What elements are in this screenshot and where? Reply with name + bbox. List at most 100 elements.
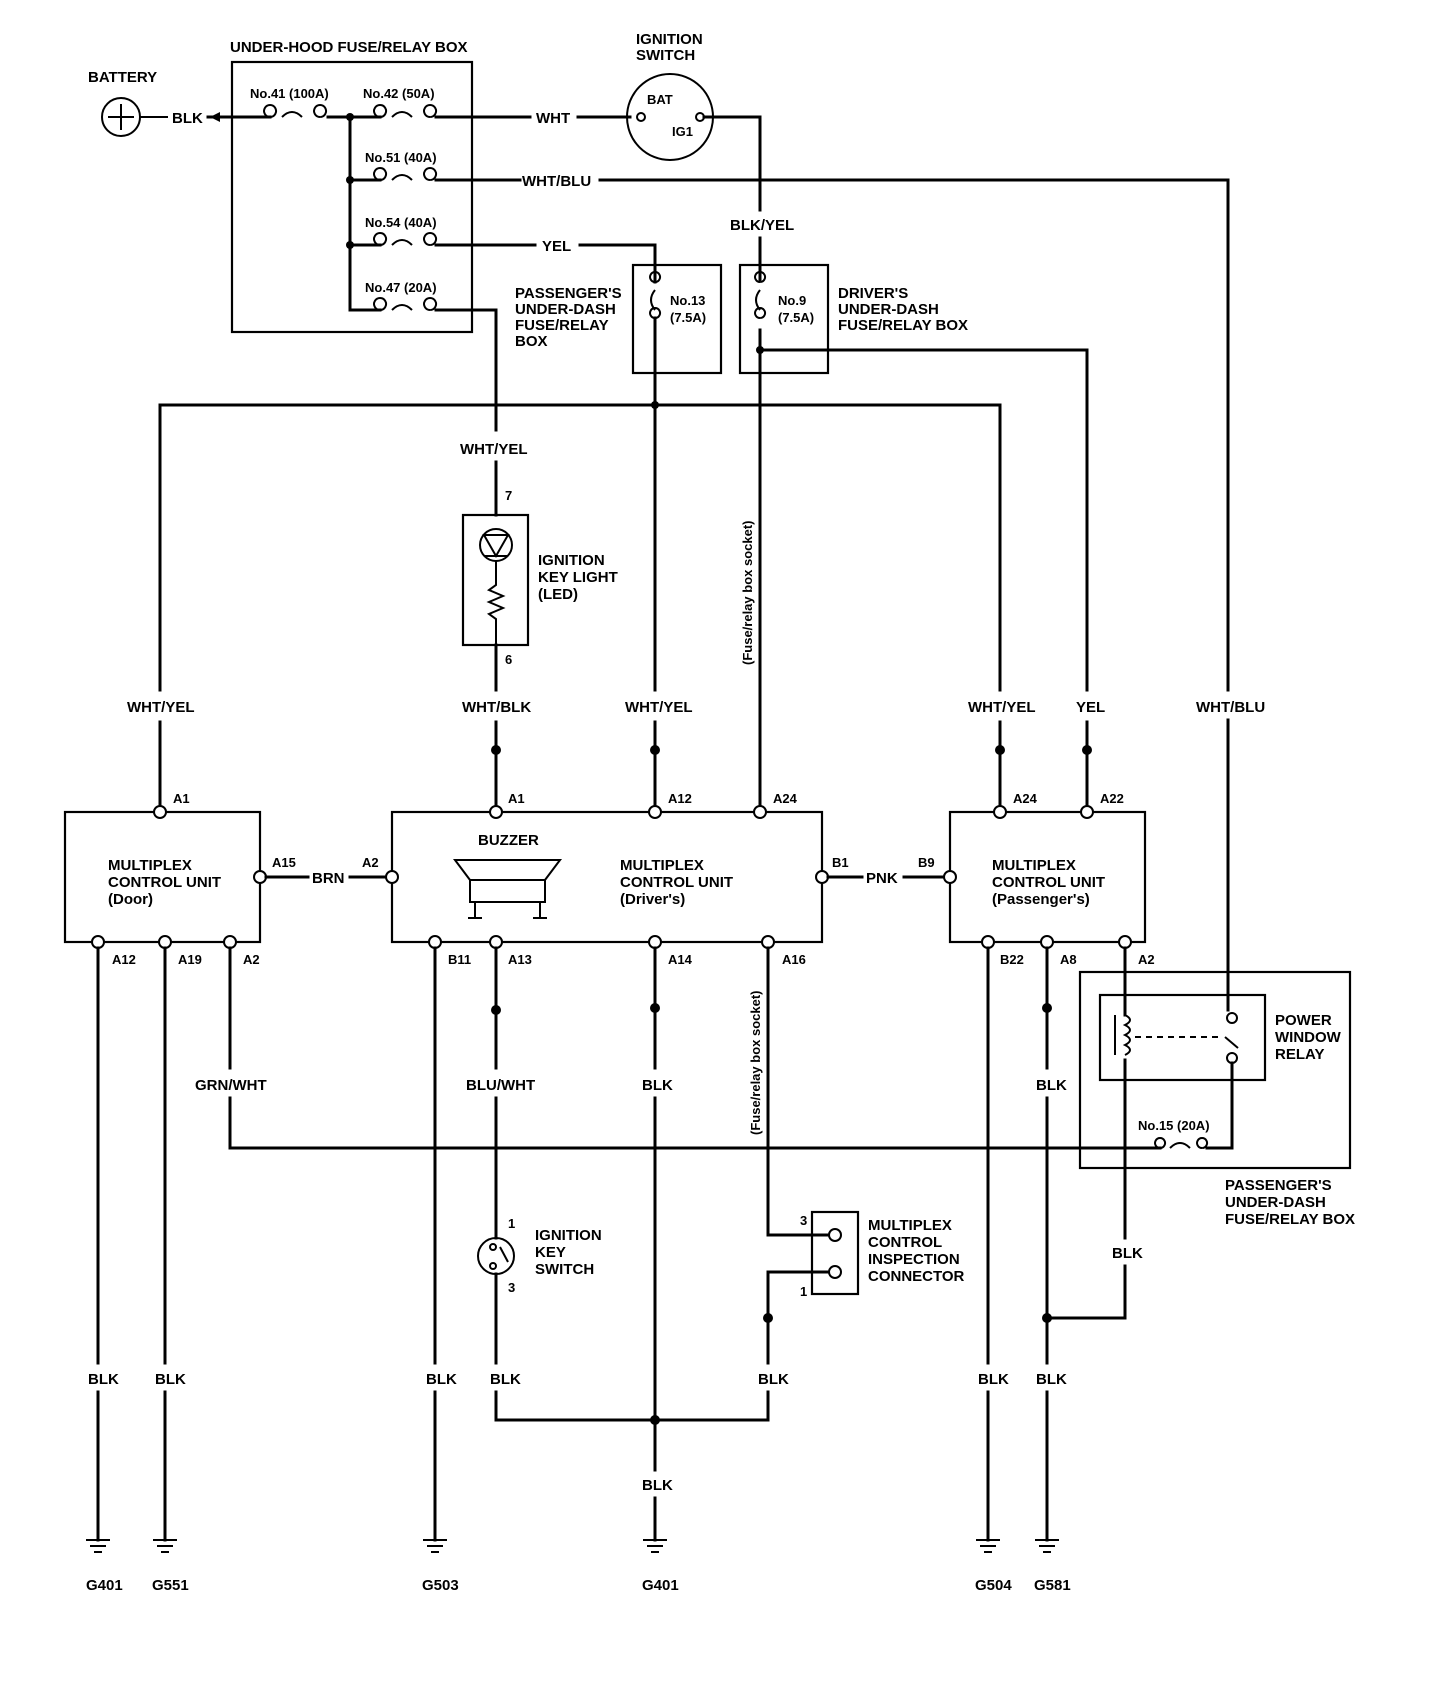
mcu-door-l3: (Door): [108, 891, 153, 908]
passenger-under-dash-box-bottom: [1078, 970, 1352, 1170]
ground-label-g551: G551: [152, 1577, 189, 1594]
socket-note-bottom: (Fuse/relay box socket): [748, 991, 763, 1136]
battery-symbol: [101, 97, 168, 137]
driver-box-top-l2: UNDER-DASH: [838, 301, 939, 318]
pin-drv-a1: A1: [508, 791, 525, 806]
ground-icon: [153, 1539, 177, 1553]
mcu-door-l2: CONTROL UNIT: [108, 874, 221, 891]
wire-label-blk-pas-a8: BLK: [1036, 1077, 1067, 1094]
wire-label-wht-blk: WHT/BLK: [462, 699, 531, 716]
passenger-under-dash-box-top: [631, 263, 723, 375]
fuse-no47: [373, 297, 438, 311]
fuse-no13-amps: (7.5A): [670, 310, 706, 325]
relay-coil-icon: [1114, 1014, 1131, 1056]
inspection-l3: INSPECTION: [868, 1251, 960, 1268]
key-switch-l2: KEY: [535, 1244, 566, 1261]
ground-icon: [976, 1539, 1000, 1553]
fuse-no15-label: No.15 (20A): [1138, 1118, 1210, 1133]
under-hood-fuse-box: [230, 60, 474, 334]
key-light-l1: IGNITION: [538, 552, 605, 569]
fuse-no54-label: No.54 (40A): [365, 215, 437, 230]
pin-door-a12: A12: [112, 952, 136, 967]
pin-drv-a24: A24: [773, 791, 798, 806]
pin-pas-b22: B22: [1000, 952, 1024, 967]
wire-label-wht-blu-right: WHT/BLU: [1196, 699, 1265, 716]
wire-label-grn-wht: GRN/WHT: [195, 1077, 267, 1094]
inspection-l1: MULTIPLEX: [868, 1217, 952, 1234]
pin-drv-a2: A2: [362, 855, 379, 870]
fuse-no15: [1154, 1137, 1209, 1149]
wire-label-wht-blu-top: WHT/BLU: [522, 173, 591, 190]
ground-icon: [423, 1539, 447, 1553]
wire-label-wht-yel-drv: WHT/YEL: [625, 699, 693, 716]
pin-pas-a24: A24: [1013, 791, 1038, 806]
wire-label-blk-yel: BLK/YEL: [730, 217, 794, 234]
wire-label-blu-wht: BLU/WHT: [466, 1077, 535, 1094]
fuse-no42-label: No.42 (50A): [363, 86, 435, 101]
wire-label-brn: BRN: [312, 870, 345, 887]
inspection-connector: [810, 1210, 860, 1296]
fuse-no41: [263, 104, 328, 118]
wire-label-blk-pas-b22: BLK: [978, 1371, 1009, 1388]
pin-drv-a14: A14: [668, 952, 693, 967]
wire-label-blk-drv-a14: BLK: [642, 1077, 673, 1094]
wire-label-wht-yel-door: WHT/YEL: [127, 699, 195, 716]
pin-pas-a22: A22: [1100, 791, 1124, 806]
power-window-l2: WINDOW: [1275, 1029, 1342, 1046]
mcu-door-l1: MULTIPLEX: [108, 857, 192, 874]
fuse-no42: [373, 104, 438, 118]
inspection-l4: CONNECTOR: [868, 1268, 965, 1285]
ignition-bat-label: BAT: [647, 92, 673, 107]
inspection-pin1: 1: [800, 1284, 807, 1299]
pin-pas-a2: A2: [1138, 952, 1155, 967]
mcu-driver-l1: MULTIPLEX: [620, 857, 704, 874]
pin-drv-b11: B11: [448, 952, 471, 967]
mcu-passenger-l2: CONTROL UNIT: [992, 874, 1105, 891]
wire-label-blk-g401-center: BLK: [642, 1477, 673, 1494]
mcu-driver: [390, 810, 824, 944]
ground-icon: [86, 1539, 110, 1553]
pin-drv-a12: A12: [668, 791, 692, 806]
key-light-l2: KEY LIGHT: [538, 569, 618, 586]
passenger-box-bottom-l3: FUSE/RELAY BOX: [1225, 1211, 1355, 1228]
driver-box-top-l1: DRIVER'S: [838, 285, 908, 302]
ground-icon: [1035, 1539, 1059, 1553]
pin-pas-a8: A8: [1060, 952, 1077, 967]
buzzer-icon: [453, 859, 562, 919]
resistor-icon: [486, 561, 506, 645]
ignition-switch-title-2: SWITCH: [636, 47, 695, 64]
passenger-box-top-l2: UNDER-DASH: [515, 301, 616, 318]
under-hood-box-title: UNDER-HOOD FUSE/RELAY BOX: [230, 39, 468, 56]
ground-icon: [643, 1539, 667, 1553]
key-switch-l1: IGNITION: [535, 1227, 602, 1244]
fuse-no51-label: No.51 (40A): [365, 150, 437, 165]
pin-door-a19: A19: [178, 952, 202, 967]
ground-label-g401-center: G401: [642, 1577, 679, 1594]
power-window-relay: [1098, 993, 1267, 1082]
ignition-ig1-label: IG1: [672, 124, 693, 139]
ignition-key-switch: [477, 1237, 515, 1275]
passenger-box-bottom-l2: UNDER-DASH: [1225, 1194, 1326, 1211]
wire-label-wht-yel-pas: WHT/YEL: [968, 699, 1036, 716]
key-switch-pin3: 3: [508, 1280, 515, 1295]
ignition-switch-title-1: IGNITION: [636, 31, 703, 48]
wire-label-yel-right: YEL: [1076, 699, 1105, 716]
wire-label-blk-key-switch: BLK: [490, 1371, 521, 1388]
mcu-passenger-l3: (Passenger's): [992, 891, 1090, 908]
passenger-box-top-l1: PASSENGER'S: [515, 285, 622, 302]
fuse-no54: [373, 232, 438, 246]
key-light-l3: (LED): [538, 586, 578, 603]
buzzer-label: BUZZER: [478, 832, 539, 849]
pin-door-a15: A15: [272, 855, 296, 870]
wire-label-blk-relay: BLK: [1112, 1245, 1143, 1262]
driver-box-top-l3: FUSE/RELAY BOX: [838, 317, 968, 334]
ground-label-g581: G581: [1034, 1577, 1071, 1594]
fuse-no13: [649, 271, 662, 319]
wire-label-wht: WHT: [536, 110, 570, 127]
wire-label-blk-battery: BLK: [172, 110, 203, 127]
fuse-no13-label: No.13: [670, 293, 705, 308]
fuse-no47-label: No.47 (20A): [365, 280, 437, 295]
mcu-passenger-l1: MULTIPLEX: [992, 857, 1076, 874]
wire-label-blk-drv-b11: BLK: [426, 1371, 457, 1388]
